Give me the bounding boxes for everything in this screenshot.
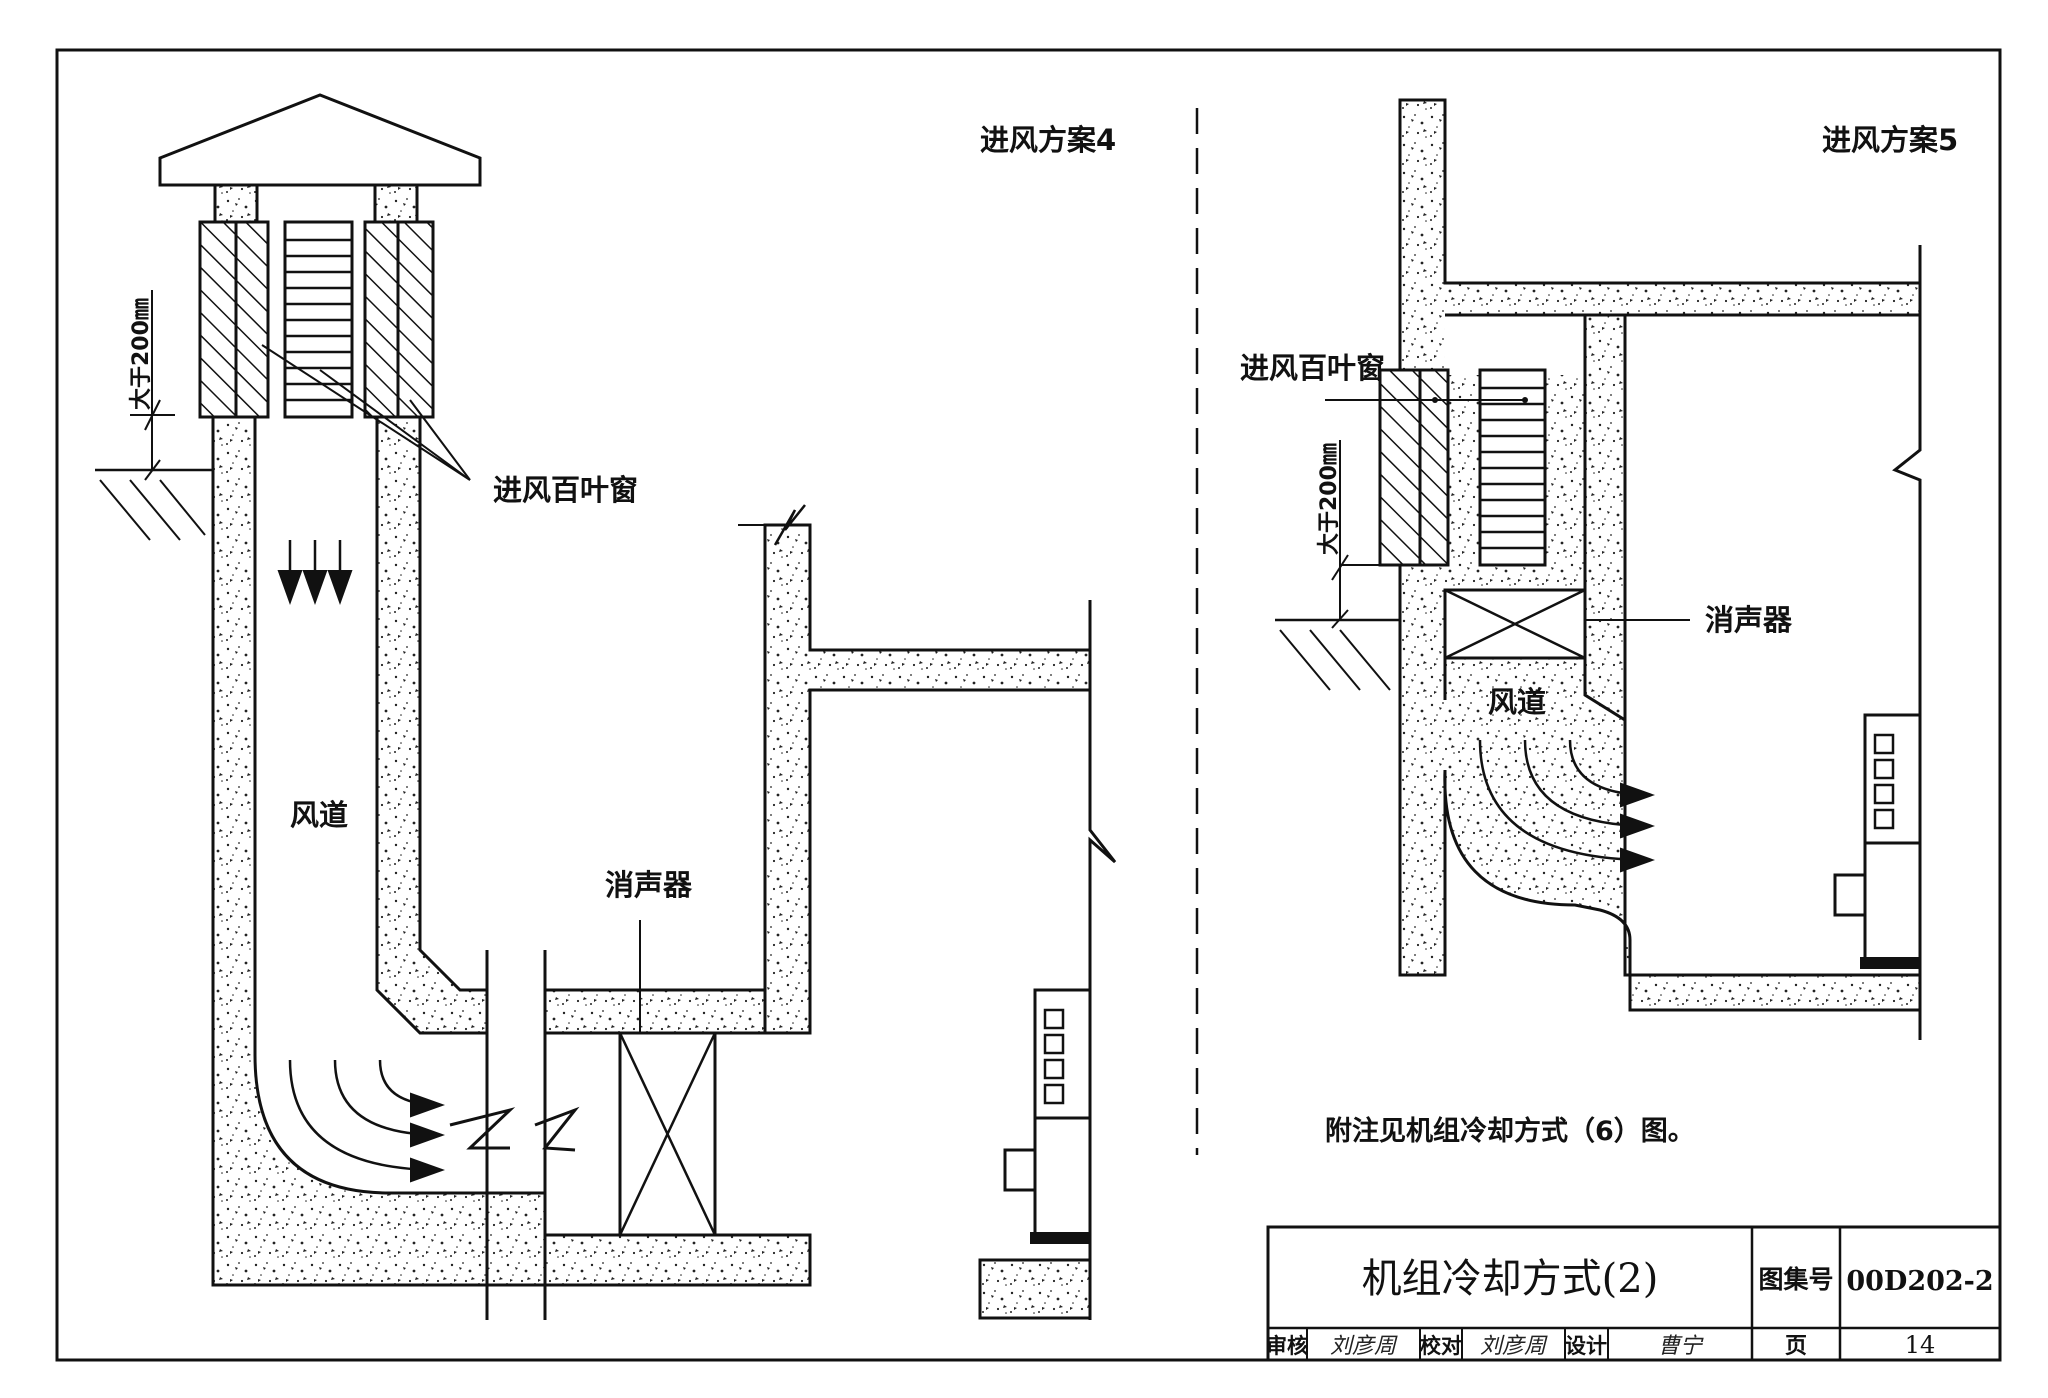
riser-wall — [763, 523, 1092, 1035]
scheme-4-diagram — [95, 93, 1117, 1320]
scheme-4-louver-label: 进风百叶窗 — [493, 473, 638, 507]
page-number: 14 — [1905, 1331, 1936, 1359]
duct-wall-bottom — [543, 1233, 812, 1287]
scheme-5-title: 进风方案5 — [1822, 123, 1958, 157]
duct-wall-top — [543, 988, 772, 1035]
room-wall-right — [1892, 245, 1922, 1040]
louver-side — [1378, 368, 1450, 567]
scheme-5-diagram — [1275, 98, 1922, 1040]
scheme-5-louver-label: 进风百叶窗 — [1240, 351, 1385, 385]
room-wall-right — [1088, 600, 1117, 1320]
louver-side-left — [198, 220, 270, 419]
scheme-4-title: 进风方案4 — [980, 123, 1116, 157]
scheme-4-muffler-label: 消声器 — [605, 868, 693, 902]
scheme-5-note: 附注见机组冷却方式（6）图。 — [1325, 1115, 1695, 1147]
generator-base — [978, 1258, 1092, 1320]
cap-post — [213, 183, 259, 224]
scheme-5-muffler-label: 消声器 — [1705, 603, 1793, 637]
inner-ceiling — [1445, 315, 1585, 375]
atlas-label: 图集号 — [1758, 1265, 1833, 1294]
design-label: 设计 — [1565, 1334, 1607, 1358]
shaft-wall-inner — [375, 415, 489, 1035]
scheme-5-height-label: 大于200㎜ — [1317, 443, 1342, 555]
page-label: 页 — [1785, 1334, 1807, 1359]
design-signature: 曹宁 — [1658, 1334, 1704, 1359]
review-signature: 刘彦周 — [1330, 1334, 1398, 1359]
drawing-title: 机组冷却方式(2) — [1362, 1256, 1659, 1302]
scheme-4-height-label: 大于200㎜ — [129, 298, 154, 410]
title-block — [1266, 1225, 2002, 1362]
review-label: 审核 — [1266, 1334, 1308, 1358]
sheet-border — [55, 48, 2002, 1362]
inner-wall — [1583, 313, 1627, 723]
generator-unit — [1003, 988, 1092, 1244]
atlas-number: 00D202-2 — [1846, 1266, 1993, 1297]
cap-post — [373, 183, 419, 224]
check-signature: 刘彦周 — [1480, 1334, 1548, 1359]
shaft-wall-outer — [211, 415, 547, 1287]
scheme-5-duct-label: 风道 — [1488, 685, 1546, 719]
generator-unit — [1833, 713, 1922, 969]
check-label: 校对 — [1420, 1334, 1462, 1358]
scheme-4-duct-label: 风道 — [290, 798, 348, 832]
roof-cap — [158, 93, 482, 187]
